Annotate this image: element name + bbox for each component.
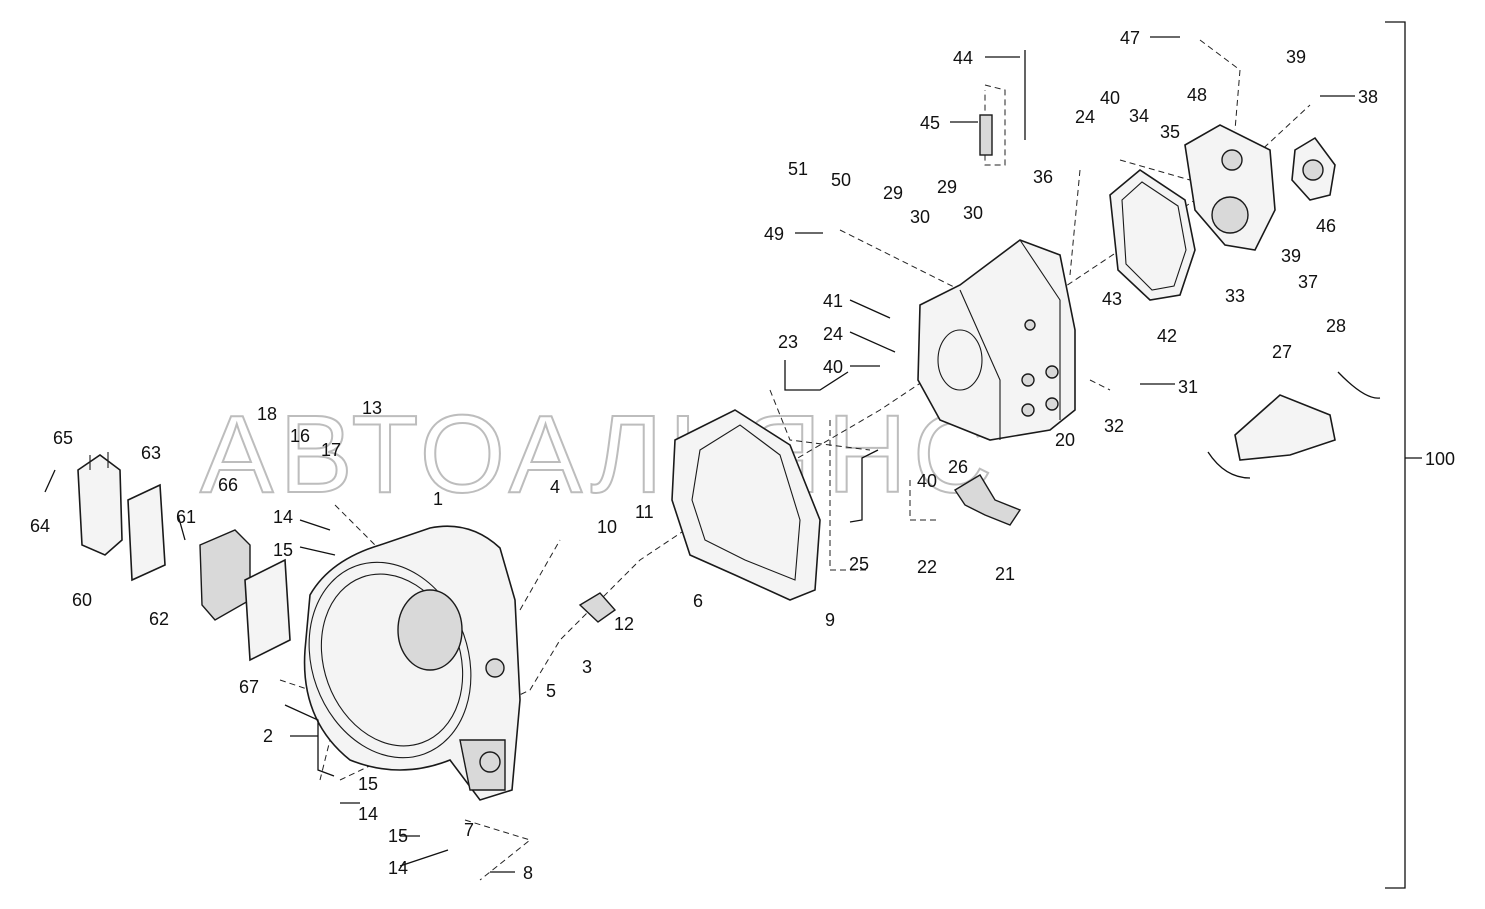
callout-26: 26 (948, 457, 968, 477)
callout-17: 17 (321, 440, 341, 460)
callout-40a: 40 (1100, 88, 1120, 108)
callout-48: 48 (1187, 85, 1207, 105)
callout-30a: 30 (910, 207, 930, 227)
block-66 (199, 529, 251, 621)
callout-6: 6 (693, 591, 703, 611)
ring-28b (1207, 451, 1251, 479)
callout-67: 67 (239, 677, 259, 697)
callout-60: 60 (72, 590, 92, 610)
callout-13: 13 (362, 398, 382, 418)
callout-33: 33 (1225, 286, 1245, 306)
assembly-bracket: 100 (1385, 21, 1455, 889)
callout-20: 20 (1055, 430, 1075, 450)
callout-14c: 14 (388, 858, 408, 878)
tube-25 (849, 449, 879, 523)
callout-24b: 24 (823, 324, 843, 344)
callout-31: 31 (1178, 377, 1198, 397)
plate-63 (127, 483, 166, 582)
callout-8: 8 (523, 863, 533, 883)
callout-47: 47 (1120, 28, 1140, 48)
gearbox-housing (917, 239, 1076, 441)
callout-61: 61 (176, 507, 196, 527)
callout-42: 42 (1157, 326, 1177, 346)
plate-67 (244, 558, 291, 662)
valve-body-60 (77, 454, 123, 556)
callout-49: 49 (764, 224, 784, 244)
callout-7: 7 (464, 820, 474, 840)
callout-38: 38 (1358, 87, 1378, 107)
ring-28 (1337, 371, 1381, 399)
callout-1: 1 (433, 489, 443, 509)
watermark: АВТОАЛЬЯНС (200, 393, 998, 516)
gasket-42 (1109, 169, 1196, 301)
callout-4: 4 (550, 477, 560, 497)
callout-41: 41 (823, 291, 843, 311)
callout-2: 2 (263, 726, 273, 746)
callout-28: 28 (1326, 316, 1346, 336)
bushing-3 (578, 592, 617, 623)
callout-12: 12 (614, 614, 634, 634)
callout-16: 16 (290, 426, 310, 446)
callout-50: 50 (831, 170, 851, 190)
callout-39b: 39 (1281, 246, 1301, 266)
callout-21: 21 (995, 564, 1015, 584)
callout-labels: 1 2 3 4 5 6 7 8 9 10 11 12 13 14 14 14 1… (30, 28, 1378, 883)
callout-14a: 14 (273, 507, 293, 527)
callout-27: 27 (1272, 342, 1292, 362)
callout-15b: 15 (358, 774, 378, 794)
callout-44: 44 (953, 48, 973, 68)
callout-46: 46 (1316, 216, 1336, 236)
callout-5: 5 (546, 681, 556, 701)
callout-29a: 29 (883, 183, 903, 203)
callout-43: 43 (1102, 289, 1122, 309)
leader-lines (44, 36, 1355, 873)
callout-37: 37 (1298, 272, 1318, 292)
callout-15c: 15 (388, 826, 408, 846)
callout-100: 100 (1425, 449, 1455, 469)
callout-40c: 40 (917, 471, 937, 491)
cover-33 (1184, 124, 1276, 251)
callout-14b: 14 (358, 804, 378, 824)
clutch-housing (303, 525, 521, 801)
tube-2 (284, 704, 335, 777)
callout-23: 23 (778, 332, 798, 352)
callout-29b: 29 (937, 177, 957, 197)
callout-66: 66 (218, 475, 238, 495)
tube-23 (784, 360, 849, 391)
callout-3: 3 (582, 657, 592, 677)
callout-9: 9 (825, 610, 835, 630)
callout-11: 11 (635, 502, 654, 522)
callout-24a: 24 (1075, 107, 1095, 127)
callout-25: 25 (849, 554, 869, 574)
callout-30b: 30 (963, 203, 983, 223)
gasket-6 (671, 409, 821, 601)
callout-45: 45 (920, 113, 940, 133)
callout-65: 65 (53, 428, 73, 448)
callout-40b: 40 (823, 357, 843, 377)
callout-36: 36 (1033, 167, 1053, 187)
callout-51: 51 (788, 159, 808, 179)
callout-15a: 15 (273, 540, 293, 560)
callout-18: 18 (257, 404, 277, 424)
pipe-21 (954, 474, 1022, 526)
shield-27 (1234, 394, 1336, 461)
callout-10: 10 (597, 517, 617, 537)
callout-35: 35 (1160, 122, 1180, 142)
callout-32: 32 (1104, 416, 1124, 436)
callout-22: 22 (917, 557, 937, 577)
callout-34: 34 (1129, 106, 1149, 126)
callout-64: 64 (30, 516, 50, 536)
fitting-45 (979, 114, 993, 156)
callout-63: 63 (141, 443, 161, 463)
callout-39a: 39 (1286, 47, 1306, 67)
callout-62: 62 (149, 609, 169, 629)
